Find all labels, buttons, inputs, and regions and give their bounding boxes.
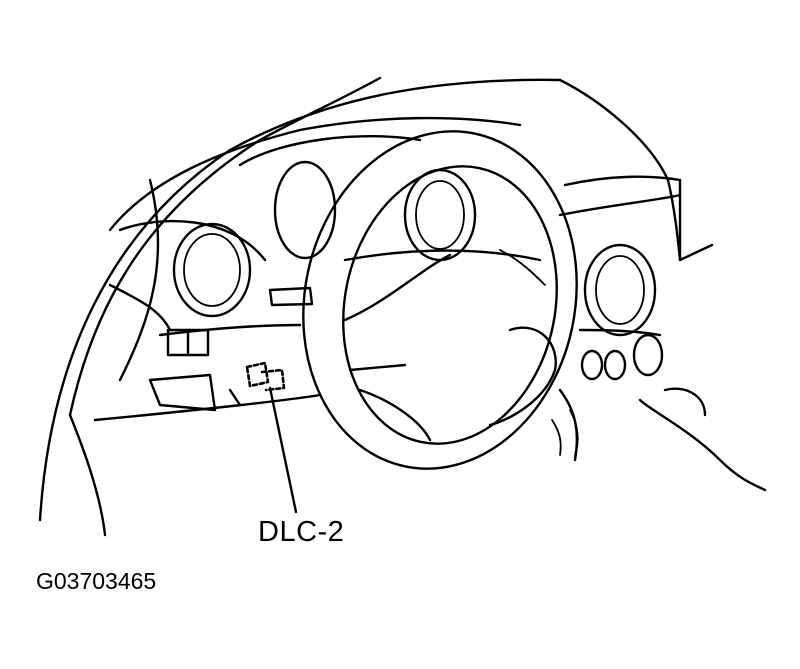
dashboard-top xyxy=(108,116,714,382)
callout-leader-line xyxy=(268,386,298,514)
windshield-frame xyxy=(38,76,682,537)
steering-wheel xyxy=(302,130,578,470)
switch-cluster xyxy=(166,328,210,357)
left-vent xyxy=(172,222,252,318)
dlc2-callout-label: DLC-2 xyxy=(258,516,345,548)
dlc2-connector-icon xyxy=(245,361,286,392)
left-dash-panel xyxy=(93,219,322,422)
figure-id: G03703465 xyxy=(36,568,157,594)
instrument-cluster xyxy=(238,135,477,307)
right-lower-panel xyxy=(551,328,767,492)
right-vents xyxy=(580,243,664,381)
